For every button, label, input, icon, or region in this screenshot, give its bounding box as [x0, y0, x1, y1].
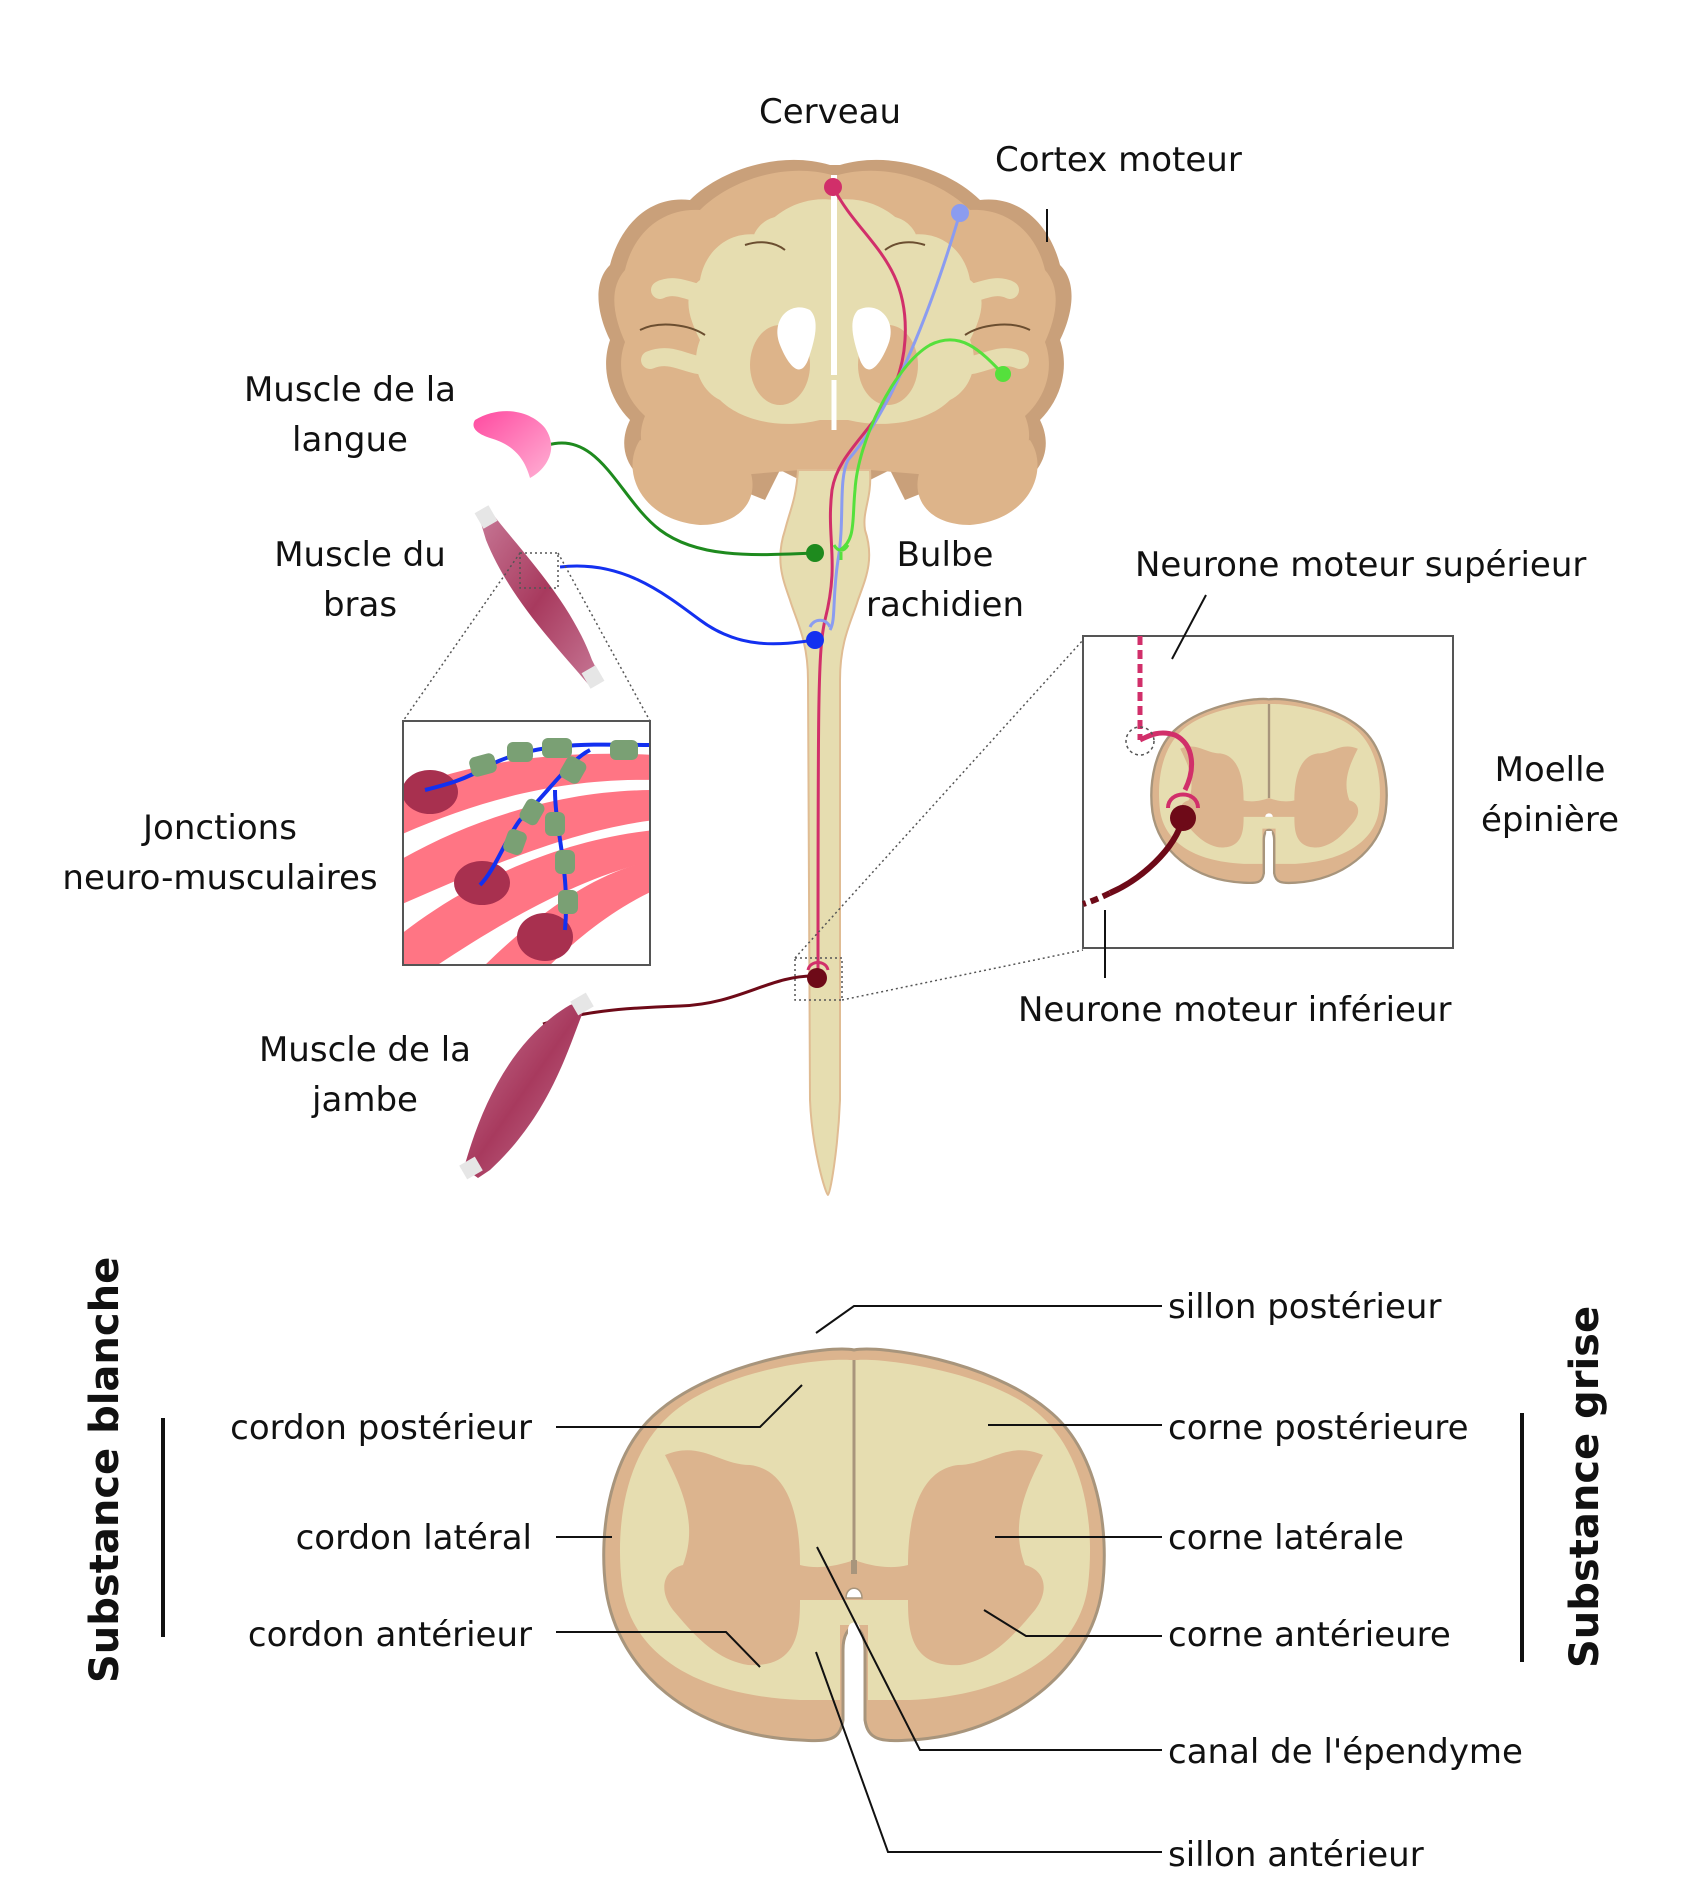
label-substance-blanche: Substance blanche [82, 1256, 128, 1683]
label-corne-laterale: corne latérale [1168, 1518, 1404, 1558]
brainstem-and-spinal-cord [779, 469, 872, 1197]
brain-section [598, 159, 1072, 525]
leader-lines [161, 1305, 1524, 1853]
label-corne-anterieure: corne antérieure [1168, 1615, 1451, 1655]
label-canal-ependyme: canal de l'épendyme [1168, 1732, 1523, 1772]
label-neurone-inferieur: Neurone moteur inférieur [1018, 990, 1452, 1030]
label-muscle-jambe-2: jambe [312, 1080, 418, 1120]
leg-muscle [459, 992, 594, 1180]
label-muscle-langue-2: langue [292, 420, 408, 460]
label-cerveau: Cerveau [758, 92, 902, 132]
label-corne-posterieure: corne postérieure [1168, 1408, 1469, 1448]
arm-muscle [474, 505, 605, 689]
label-moelle-2: épinière [1480, 800, 1619, 840]
label-neurone-superieur: Neurone moteur supérieur [1135, 545, 1587, 585]
label-cortex-moteur: Cortex moteur [995, 140, 1242, 180]
label-muscle-langue-1: Muscle de la [243, 370, 457, 410]
label-muscle-jambe-1: Muscle de la [258, 1030, 472, 1070]
label-muscle-bras-2: bras [322, 585, 398, 625]
cortex-blue-neuron-dot [951, 204, 969, 222]
label-nmj-1: Jonctions [143, 808, 297, 848]
label-cordon-anterieur: cordon antérieur [247, 1615, 532, 1655]
label-substance-grise: Substance grise [1562, 1305, 1608, 1668]
cord-zoom-box [794, 957, 843, 1001]
label-bulbe-1: Bulbe [896, 535, 994, 575]
lower-motor-neurons [542, 441, 830, 1026]
label-nmj-2: neuro-musculaires [62, 858, 378, 898]
nmj-inset [402, 720, 651, 966]
spinal-cord-inset [1082, 635, 1454, 949]
arm-zoom-box [519, 552, 559, 589]
cortex-green-neuron-dot [995, 366, 1011, 382]
label-cordon-posterieur: cordon postérieur [230, 1408, 532, 1448]
label-sillon-posterieur: sillon postérieur [1168, 1287, 1442, 1327]
label-moelle-1: Moelle [1494, 750, 1606, 790]
tongue-muscle [473, 411, 552, 478]
label-cordon-lateral: cordon latéral [295, 1518, 532, 1558]
label-sillon-anterieur: sillon antérieur [1168, 1835, 1424, 1875]
label-bulbe-2: rachidien [866, 585, 1024, 625]
spinal-cord-cross-section [602, 1347, 1106, 1745]
cerveau-neuron-dot [824, 178, 842, 196]
label-muscle-bras-1: Muscle du [274, 535, 446, 575]
upper-motor-neurons [808, 178, 1011, 981]
